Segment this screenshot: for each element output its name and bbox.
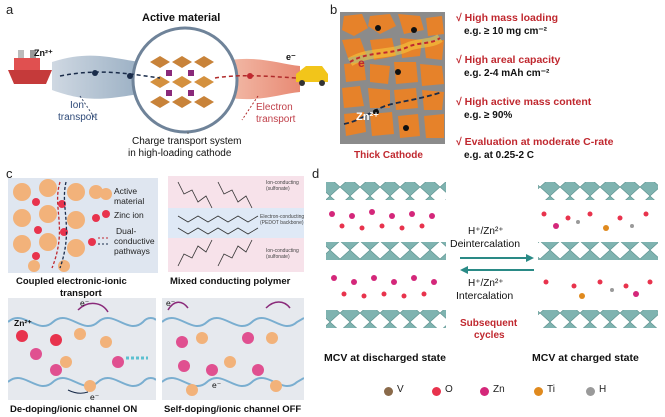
legend-o-dot	[432, 387, 441, 396]
legend-v-label: V	[397, 384, 404, 395]
legend-zn-label: Zn	[493, 384, 505, 395]
criterion-3-title: √ High active mass content	[456, 96, 592, 108]
polymer-label-3: Electron-conducting	[260, 214, 305, 220]
polymer-label-6: (sulfonate)	[266, 254, 290, 260]
criterion-4-detail: e.g. at 0.25-2 C	[464, 150, 535, 161]
intercalation-label: Intercalation	[456, 290, 514, 302]
coupled-label-line1: Coupled electronic-ionic	[16, 276, 127, 287]
ion-transport-line1: Ion	[70, 100, 84, 111]
panel-a-diagram	[8, 26, 328, 134]
legend-zn-dot	[480, 387, 489, 396]
ion-tube	[52, 55, 140, 99]
ion-transport-line2: transport	[58, 112, 98, 123]
panel-c-letter: c	[6, 166, 13, 181]
deintercalation-ion: H⁺/Zn²⁺	[468, 226, 504, 237]
dedoping-label: De-doping/ionic channel ON	[10, 404, 138, 415]
boat-icon	[8, 50, 52, 84]
e-label-c3: e⁻	[166, 298, 176, 308]
panel-d-letter: d	[312, 166, 320, 181]
panel-b-letter: b	[330, 2, 338, 17]
selfdoping-label: Self-doping/ionic channel OFF	[164, 404, 302, 415]
zn-label-b: Zn²⁺	[356, 111, 379, 123]
legend-v-dot	[384, 387, 393, 396]
car-icon	[296, 66, 328, 86]
polymer-label-4: (PEDOT backbone)	[260, 220, 304, 226]
mcv-structures-diagram	[326, 182, 658, 328]
legend-active-line2: material	[114, 196, 145, 206]
deintercalation-label: Deintercalation	[450, 238, 521, 250]
polymer-label-5: Ion-conducting	[266, 248, 299, 254]
electron-arrow	[214, 74, 297, 79]
polymer-label-1: Ion-conducting	[266, 180, 299, 186]
legend-dual-line1: Dual-	[116, 226, 137, 236]
e-label-b: e	[358, 56, 365, 70]
intercalation-ion: H⁺/Zn²⁺	[468, 278, 504, 289]
legend-dual-line2: conductive	[114, 236, 155, 246]
mixed-polymer-diagram	[168, 176, 304, 272]
element-legend: V O Zn Ti H	[384, 384, 644, 400]
electron-transport-line2: transport	[256, 114, 296, 125]
panel-a-letter: a	[6, 2, 14, 17]
coupled-transport-diagram	[8, 178, 158, 273]
coupled-label-line2: transport	[60, 288, 102, 299]
charge-transport-line2: in high-loading cathode	[128, 148, 232, 159]
legend-h-dot	[586, 387, 595, 396]
criterion-3-detail: e.g. ≥ 90%	[464, 110, 513, 121]
zn-ion-label-a: Zn²⁺	[34, 48, 53, 58]
e-label-c2: e⁻	[90, 392, 100, 402]
legend-dual-line3: pathways	[114, 246, 150, 256]
electron-tube	[230, 58, 300, 100]
subsequent-line1: Subsequent	[460, 318, 518, 329]
lattice-crystal	[150, 56, 214, 108]
active-material-label: Active material	[142, 12, 221, 24]
legend-o-label: O	[445, 384, 453, 395]
electron-transport-line1: Electron	[256, 102, 293, 113]
e-label-c1: e⁻	[80, 298, 90, 308]
polymer-label-2: (sulfonate)	[266, 186, 290, 192]
charged-label: MCV at charged state	[532, 352, 639, 364]
discharged-label: MCV at discharged state	[324, 352, 446, 364]
charge-transport-line1: Charge transport system	[132, 136, 242, 147]
dedoping-diagram	[8, 298, 156, 400]
legend-h-label: H	[599, 384, 607, 395]
legend-zinc-ion: Zinc ion	[114, 210, 144, 220]
zn-label-c: Zn²⁺	[14, 318, 32, 328]
thick-cathode-image	[340, 12, 445, 144]
electron-label-a: e⁻	[286, 52, 296, 62]
criterion-2-title: √ High areal capacity	[456, 54, 561, 66]
criterion-1-detail: e.g. ≥ 10 mg cm⁻²	[464, 26, 548, 37]
selfdoping-diagram	[162, 298, 304, 400]
criterion-1-title: √ High mass loading	[456, 12, 559, 24]
criterion-4-title: √ Evaluation at moderate C-rate	[456, 136, 614, 148]
legend-active-line1: Active	[114, 186, 138, 196]
subsequent-line2: cycles	[474, 330, 505, 341]
criterion-2-detail: e.g. 2-4 mAh cm⁻²	[464, 68, 550, 79]
legend-ti-dot	[534, 387, 543, 396]
e-label-c4: e⁻	[212, 380, 222, 390]
thick-cathode-label: Thick Cathode	[354, 150, 423, 161]
legend-ti-label: Ti	[547, 384, 555, 395]
mixed-polymer-label: Mixed conducting polymer	[170, 276, 291, 287]
